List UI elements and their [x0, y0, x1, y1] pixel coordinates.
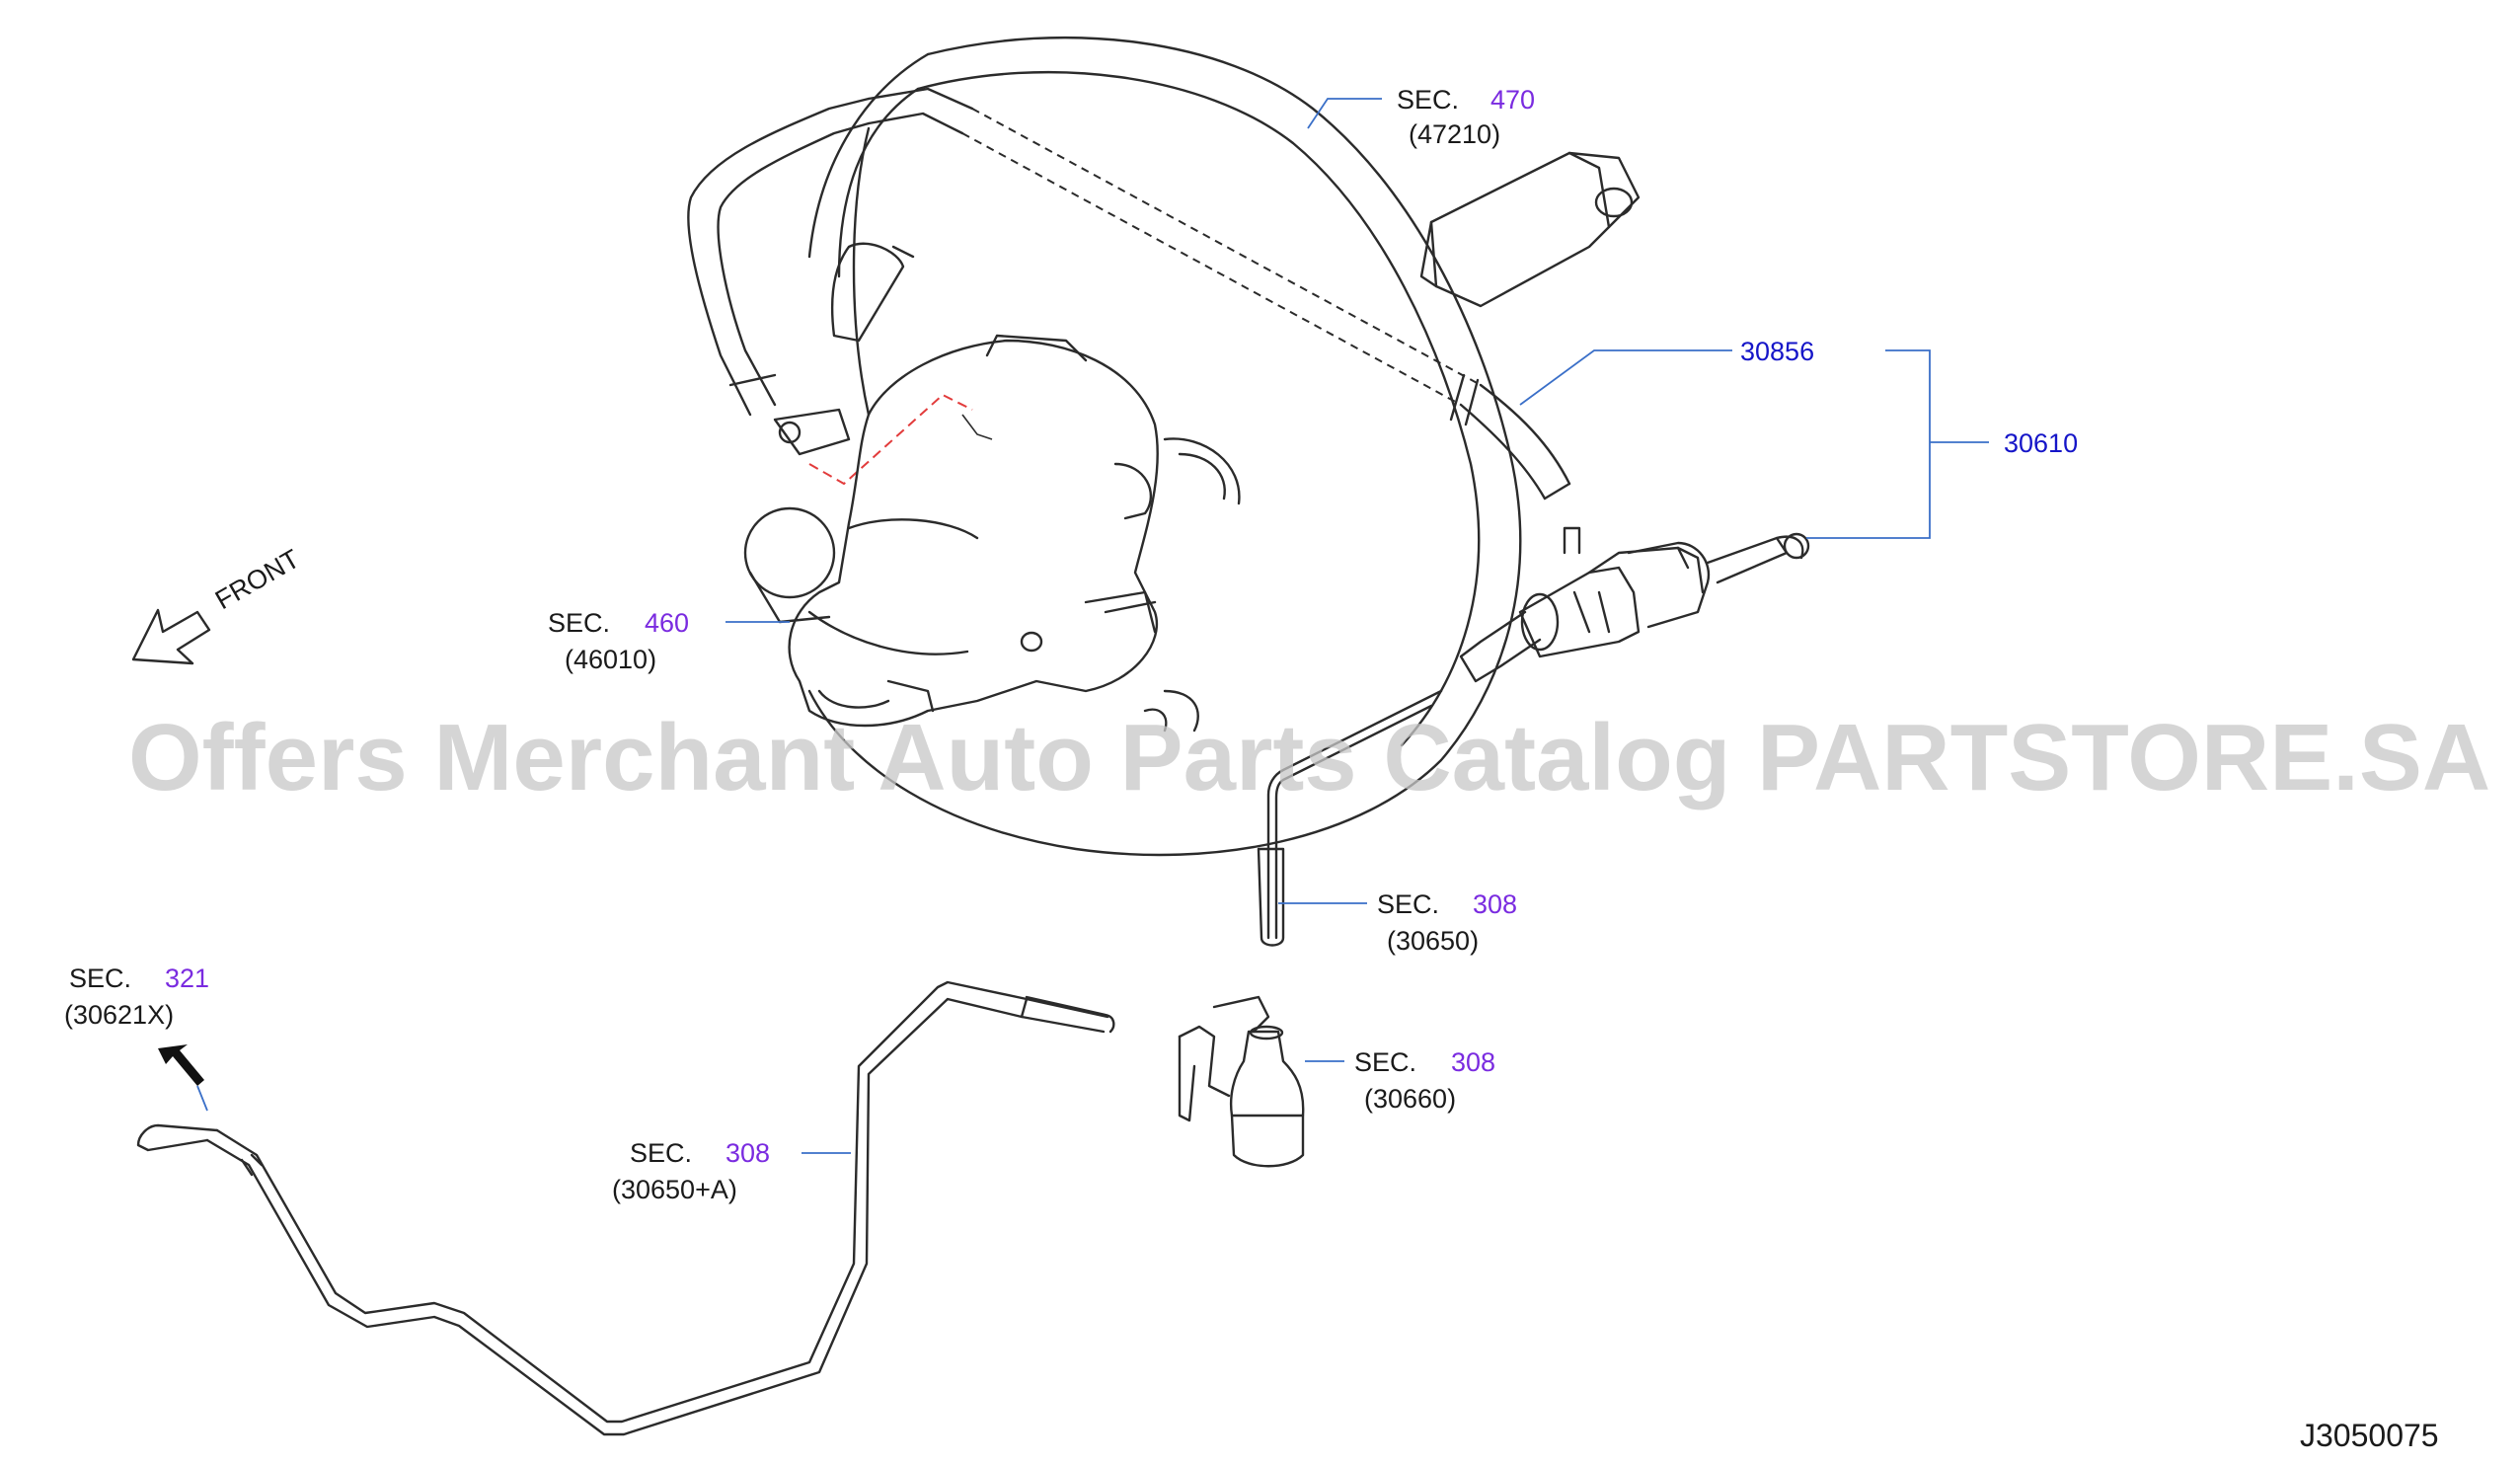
sec-label: SEC.	[1354, 1047, 1416, 1077]
sec-number[interactable]: 321	[165, 964, 209, 993]
sec-label: SEC.	[1397, 85, 1459, 115]
leader-lines	[725, 98, 1989, 1154]
callout-30610: 30610	[2004, 428, 2078, 458]
sec-label: SEC.	[1377, 889, 1439, 919]
front-label: FRONT	[210, 544, 305, 615]
sec-number[interactable]: 460	[645, 608, 689, 638]
callout-sec321: SEC. 321 (30621X)	[64, 964, 209, 1030]
part-ref: (47210)	[1409, 119, 1500, 149]
part-ref: (30621X)	[64, 1000, 174, 1030]
sec-number[interactable]: 308	[725, 1138, 770, 1168]
clutch-master-cylinder	[1459, 526, 1810, 683]
watermark: Offers Merchant Auto Parts Catalog PARTS…	[128, 705, 2490, 810]
brake-booster	[807, 36, 1522, 857]
sec-number[interactable]: 470	[1490, 85, 1535, 115]
clutch-hose	[1257, 689, 1443, 947]
part-ref: (30660)	[1364, 1084, 1456, 1114]
callout-sec470: SEC. 470 (47210)	[1397, 85, 1535, 149]
sec-label: SEC.	[69, 964, 131, 993]
clutch-bleeder	[1178, 995, 1305, 1168]
callout-sec460: SEC. 460 (46010)	[548, 608, 689, 674]
callout-sec308-30650a: SEC. 308 (30650+A)	[612, 1138, 770, 1204]
part-ref: (30650+A)	[612, 1175, 737, 1204]
arrow-up-left-icon	[158, 1044, 204, 1086]
callout-sec308-30650: SEC. 308 (30650)	[1377, 889, 1517, 956]
part-number-30610[interactable]: 30610	[2004, 428, 2078, 458]
callout-30856: 30856	[1740, 337, 1814, 366]
booster-bracket	[1419, 151, 1641, 308]
sec-number[interactable]: 308	[1473, 889, 1517, 919]
clutch-tube	[136, 980, 1115, 1436]
part-ref: (30650)	[1387, 926, 1479, 956]
diagram-id: J3050075	[2300, 1418, 2439, 1453]
part-number-30856[interactable]: 30856	[1740, 337, 1814, 366]
master-cylinder-assembly	[743, 242, 1241, 732]
sec-number[interactable]: 308	[1451, 1047, 1495, 1077]
part-ref: (46010)	[565, 645, 656, 674]
vacuum-hose	[687, 87, 1571, 501]
sec-label: SEC.	[630, 1138, 692, 1168]
front-direction-indicator: FRONT	[131, 544, 305, 665]
sec-label: SEC.	[548, 608, 610, 638]
callout-sec308-30660: SEC. 308 (30660)	[1354, 1047, 1495, 1114]
sec321-arrow	[158, 1044, 208, 1112]
front-arrow-icon	[131, 608, 211, 665]
